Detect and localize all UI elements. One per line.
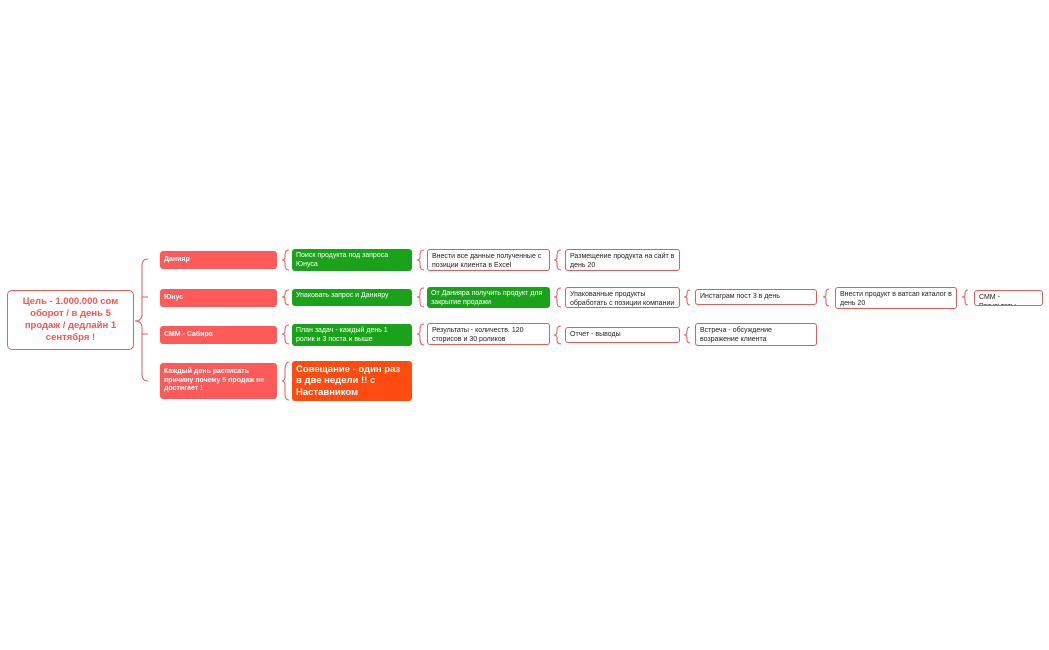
step-results[interactable]: Результаты - количеств. 120 сторисов и 3… — [427, 323, 550, 345]
step-get-product[interactable]: От Данияра получить продукт для закрытие… — [427, 287, 550, 308]
root-brace — [134, 258, 149, 382]
brace-search — [416, 249, 425, 271]
brace-daily — [281, 361, 290, 401]
step-smm-results[interactable]: СММ - Результаты — [974, 290, 1043, 306]
step-instagram-post[interactable]: Инстаграм пост 3 в день — [695, 289, 817, 305]
brace-plan — [416, 323, 425, 346]
brace-instagram — [822, 288, 830, 307]
brace-whatsapp — [961, 289, 969, 306]
branch-smm[interactable]: СММ - Сабира — [160, 326, 277, 344]
step-site-placement[interactable]: Размещение продукта на сайт в день 20 — [565, 249, 680, 271]
root-goal-node[interactable]: Цель - 1.000.000 сом оборот / в день 5 п… — [7, 290, 134, 350]
brace-from-daniyar — [553, 287, 562, 308]
step-report[interactable]: Отчет - выводы — [565, 327, 680, 343]
step-packed-products[interactable]: Упакованные продукты обработать с позици… — [565, 287, 680, 308]
task-search-product[interactable]: Поиск продукта под запроса Юнуса — [292, 249, 412, 271]
brace-packed — [683, 289, 691, 306]
branch-daniyar[interactable]: Данияр — [160, 251, 277, 269]
branch-yunus[interactable]: Юнус — [160, 289, 277, 307]
task-pack-request[interactable]: Упаковать запрос и Данияру — [292, 289, 412, 306]
root-brace-stub — [142, 296, 148, 335]
step-whatsapp-catalog[interactable]: Внести продукт в ватсап каталог в день 2… — [835, 287, 957, 309]
task-content-plan[interactable]: План задач - каждый день 1 ролик и 3 пос… — [292, 324, 412, 346]
brace-pack — [416, 287, 425, 308]
brace-results — [553, 325, 562, 345]
brace-report — [683, 326, 691, 344]
branch-daily-reason[interactable]: Каждый день расписать причину почему 5 п… — [160, 363, 277, 399]
brace-yunus — [281, 289, 290, 306]
brace-daniyar — [281, 249, 290, 271]
brace-excel — [553, 249, 562, 271]
step-excel-entry[interactable]: Внести все данные полученные с позиции к… — [427, 249, 550, 271]
brace-smm — [281, 324, 290, 345]
step-client-meeting[interactable]: Встреча - обсуждение возражение клиента — [695, 323, 817, 346]
task-meeting[interactable]: Совещание - один раз в две недели !! с Н… — [292, 361, 412, 401]
